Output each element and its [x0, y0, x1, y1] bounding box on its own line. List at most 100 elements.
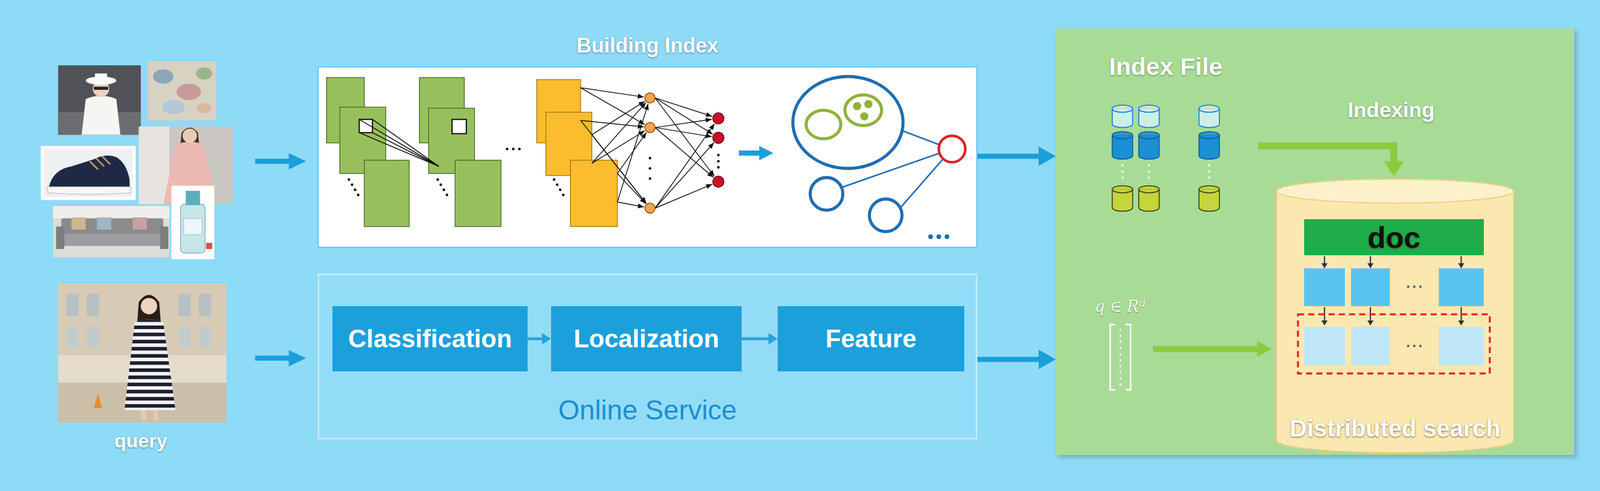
network-illustration	[648, 177, 652, 181]
product-photo	[81, 96, 121, 136]
connector-line	[977, 357, 1040, 363]
search-buckets	[1367, 320, 1374, 326]
network-illustration	[552, 178, 556, 182]
query-photo	[93, 393, 102, 409]
query-photo	[58, 283, 227, 423]
product-photo	[148, 61, 217, 121]
service-panel: Online ServiceClassificationLocalization…	[317, 273, 978, 440]
search-buckets	[1321, 263, 1328, 269]
product-photo	[180, 204, 206, 254]
flow-arrow	[255, 355, 291, 361]
vector-bracket	[1110, 324, 1131, 390]
node-text: doc	[1367, 221, 1421, 254]
network-illustration	[717, 153, 720, 157]
cylinder-shape	[1276, 179, 1514, 204]
network-illustration	[869, 199, 902, 232]
search-buckets	[1351, 326, 1390, 366]
network-illustration	[617, 103, 649, 203]
label-holder: Indexing	[1347, 98, 1435, 123]
index-file-cylinder	[1138, 131, 1160, 160]
striped-dress	[120, 375, 182, 379]
index-file-cylinder	[1138, 131, 1160, 139]
index-illustration	[1121, 176, 1124, 179]
search-buckets	[1458, 320, 1465, 326]
index-file-cylinder	[1112, 185, 1134, 193]
search-buckets	[1321, 320, 1328, 326]
product-photo	[40, 145, 136, 201]
index-file-cylinder	[1112, 105, 1134, 113]
index-file-cylinder	[1112, 131, 1134, 139]
product-photo	[89, 161, 98, 170]
striped-dress	[120, 397, 182, 401]
network-illustration	[442, 188, 446, 192]
striped-dress	[120, 404, 182, 408]
product-photo	[96, 217, 112, 230]
cylinder-shape	[1276, 179, 1514, 453]
flow-connector	[977, 349, 1056, 370]
node-text: Classification	[347, 324, 512, 354]
query-photo	[86, 326, 99, 348]
product-photo	[206, 242, 213, 249]
flow-arrow	[255, 152, 307, 170]
product-photo	[195, 67, 213, 80]
network-illustration	[439, 183, 443, 186]
search-buckets	[1367, 263, 1374, 269]
network-illustration	[512, 147, 516, 151]
network-illustration	[357, 193, 360, 197]
product-photo	[46, 186, 131, 194]
network-illustration	[864, 100, 873, 109]
search-buckets	[1419, 344, 1423, 348]
index-illustration	[1121, 169, 1124, 173]
process-box: Classification	[332, 306, 528, 372]
flow-arrow	[255, 158, 291, 164]
striped-dress	[120, 361, 182, 365]
node-text: Distributed search	[1289, 414, 1502, 443]
search-buckets	[1304, 268, 1345, 307]
connector-line	[977, 153, 1040, 160]
arrowhead	[1038, 146, 1056, 166]
product-photo	[40, 145, 136, 201]
vector-bracket	[1110, 324, 1116, 390]
node-text: Online Service	[557, 394, 737, 427]
search-buckets	[1438, 268, 1484, 307]
striped-dress	[120, 389, 182, 394]
network-illustration	[853, 101, 862, 110]
node-text: Index File	[1109, 52, 1223, 81]
index-illustration	[1121, 164, 1124, 167]
network-illustration	[810, 177, 843, 211]
query-photo	[66, 294, 79, 317]
product-photo	[96, 157, 105, 166]
label-holder: query	[114, 429, 168, 453]
network-illustration	[717, 159, 720, 163]
query-photo	[199, 326, 212, 348]
product-photo	[58, 233, 167, 246]
index-file-cylinder	[1198, 185, 1220, 212]
network-illustration	[713, 176, 725, 188]
striped-dress	[120, 382, 182, 387]
panel-heading-box: Building Index	[317, 34, 978, 248]
flow-arrow	[255, 350, 307, 367]
network-illustration	[717, 165, 720, 169]
product-photo	[162, 100, 185, 115]
index-illustration	[1208, 169, 1211, 173]
network-illustration	[350, 183, 354, 186]
process-box: Feature	[777, 306, 965, 372]
network-illustration	[806, 110, 842, 140]
product-photo	[132, 217, 148, 230]
network-illustration	[793, 76, 904, 169]
network-illustration	[436, 178, 440, 182]
network-illustration	[591, 130, 645, 164]
product-photo	[58, 65, 141, 135]
product-photo	[171, 185, 215, 260]
network-illustration	[617, 202, 645, 208]
network-illustration	[353, 188, 357, 192]
indexing-arrow	[1383, 161, 1405, 177]
network-illustration	[928, 234, 933, 240]
search-buckets	[1351, 268, 1390, 307]
product-photo	[94, 73, 108, 81]
network-illustration	[445, 193, 449, 197]
network-illustration	[944, 234, 950, 240]
index-file-cylinder	[1198, 131, 1220, 139]
striped-dress	[120, 318, 182, 322]
search-buckets	[1438, 326, 1484, 366]
